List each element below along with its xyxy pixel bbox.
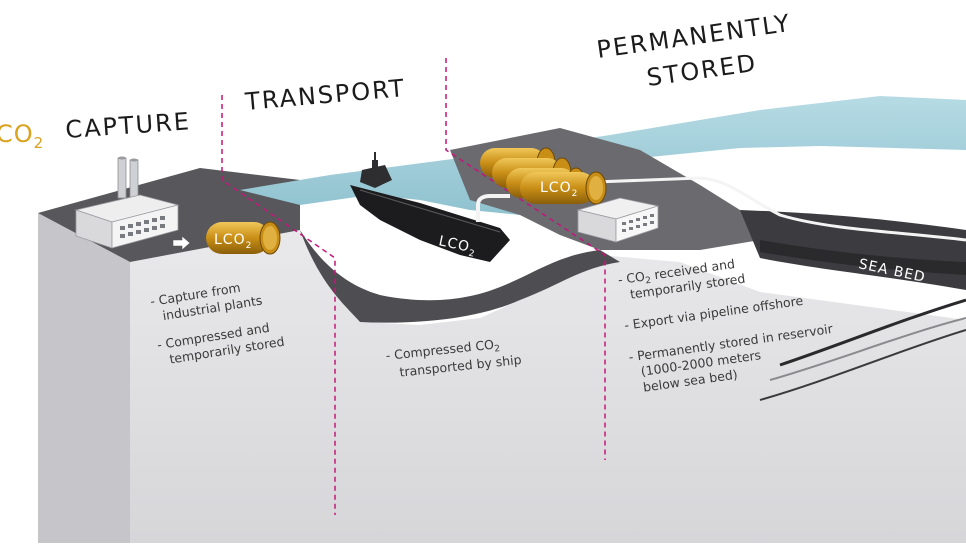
ship-label: LCO2: [437, 233, 478, 260]
transport-title: TRANSPORT: [243, 74, 407, 116]
reservoir-streak: [779, 298, 966, 367]
ship-icon: [350, 152, 510, 262]
stored-title-line1: PERMANENTLY: [595, 9, 793, 64]
divider-transport-stored: [445, 58, 606, 460]
storage-building-icon: [576, 197, 660, 243]
storage-tanks: [480, 147, 607, 205]
stored-title-line2: STORED: [645, 49, 759, 92]
capture-tank-label: LCO2: [214, 232, 252, 251]
block-front-face: [130, 230, 966, 543]
transport-seafloor: [300, 230, 620, 323]
co2-prefix: CO2: [0, 120, 44, 152]
storage-tank-label: LCO2: [540, 180, 578, 199]
factory-icon: [74, 156, 180, 249]
reservoir-streak: [759, 329, 966, 401]
arrow-right-icon: [172, 235, 191, 251]
stage-dividers: [221, 58, 606, 515]
divider-capture-transport: [221, 95, 336, 515]
capture-title: CAPTURE: [64, 107, 191, 144]
loading-arm: [476, 194, 510, 222]
pipeline: [594, 176, 966, 242]
block-left-face: [38, 213, 130, 543]
tank-icon: [520, 171, 607, 205]
tank-icon: [206, 221, 281, 255]
